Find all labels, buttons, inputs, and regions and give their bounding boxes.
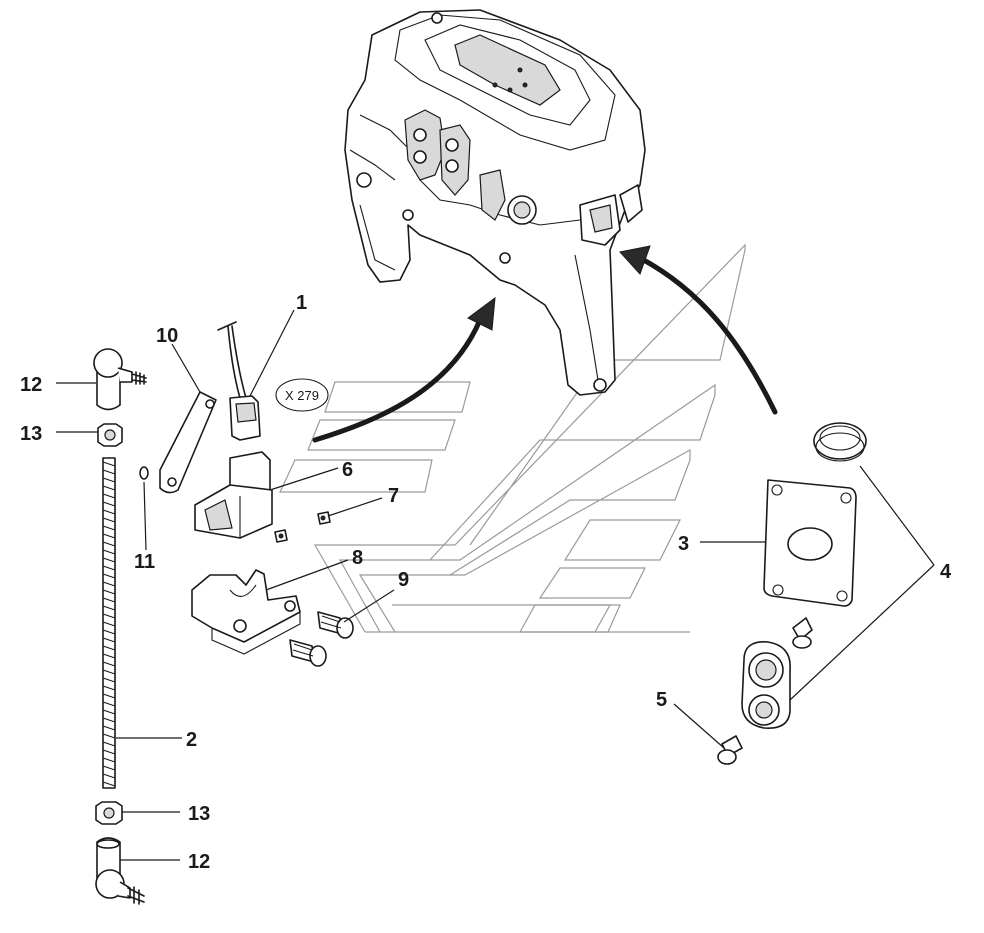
reference-tag-text: X 279: [285, 388, 319, 403]
callout-3: 3: [678, 533, 689, 555]
part-pin: [139, 466, 149, 480]
callout-4: 4: [940, 561, 952, 583]
callout-11: 11: [134, 551, 155, 573]
background-chevrons: [279, 243, 746, 633]
assembly-arrows: [312, 245, 778, 443]
part-ring: [813, 422, 867, 462]
part-threaded-rod: [102, 457, 116, 789]
callout-5: 5: [656, 689, 667, 711]
part-cover-plate: [763, 479, 857, 607]
callout-1: 1: [296, 292, 307, 314]
callout-12-bottom: 12: [188, 851, 210, 873]
part-nut-top: [97, 423, 123, 447]
part-ball-joint-bottom: [95, 837, 145, 905]
housing-casting: [344, 9, 646, 396]
callout-labels: 1 2 3 4 5 6 7 8 9 10 11 12 12 13 13: [20, 292, 952, 873]
reference-tag: X 279: [275, 378, 329, 412]
callout-8: 8: [352, 547, 363, 569]
part-ball-joint-top: [93, 348, 147, 411]
callout-10: 10: [156, 325, 178, 347]
part-bracket-strip: [159, 391, 217, 494]
callout-2: 2: [186, 729, 197, 751]
callout-12-top: 12: [20, 374, 42, 396]
part-nut-bottom: [95, 801, 123, 825]
callout-13-bottom: 13: [188, 803, 210, 825]
callout-13-top: 13: [20, 423, 42, 445]
part-screws-small: [274, 511, 331, 543]
part-bolts: [289, 611, 354, 667]
part-twin-switch: [741, 641, 791, 729]
callout-6: 6: [342, 459, 353, 481]
part-connector-housing: [194, 451, 273, 539]
callout-9: 9: [398, 569, 409, 591]
leader-lines: [56, 309, 935, 861]
part-mounting-bracket: [191, 569, 301, 655]
part-sensor-cable: [217, 321, 261, 441]
part-screws-switch: [717, 617, 813, 765]
callout-7: 7: [388, 485, 399, 507]
